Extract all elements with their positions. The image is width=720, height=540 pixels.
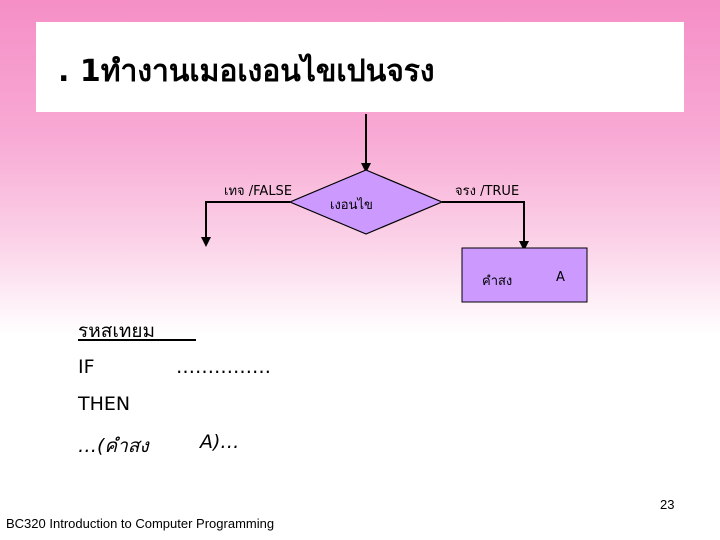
process-box	[461, 247, 588, 303]
course-footer: BC320 Introduction to Computer Programmi…	[6, 516, 275, 531]
true-label: จรง /TRUE	[455, 184, 520, 199]
pseudocode-heading: รหสเทยม	[78, 320, 156, 342]
then-keyword: THEN	[78, 393, 131, 415]
process-label: คำสง	[482, 274, 513, 289]
true-branch-line	[442, 201, 529, 251]
statement-prefix: …(คำสง	[78, 435, 149, 457]
decision-diamond	[288, 169, 444, 235]
decision-label: เงอนไข	[330, 198, 373, 213]
if-condition-dots: ……………	[176, 356, 271, 378]
if-keyword: IF	[78, 356, 95, 378]
page-number: 23	[660, 497, 675, 512]
process-suffix: A	[556, 270, 565, 285]
title-box: . 1ทำงานเมอเงอนไขเปนจรง	[36, 22, 684, 112]
false-label: เทจ /FALSE	[224, 184, 293, 199]
false-branch-line	[201, 201, 290, 247]
pseudocode-heading-underline	[78, 339, 196, 341]
statement-suffix: A)…	[200, 431, 240, 453]
slide-title: . 1ทำงานเมอเงอนไขเปนจรง	[58, 54, 435, 89]
